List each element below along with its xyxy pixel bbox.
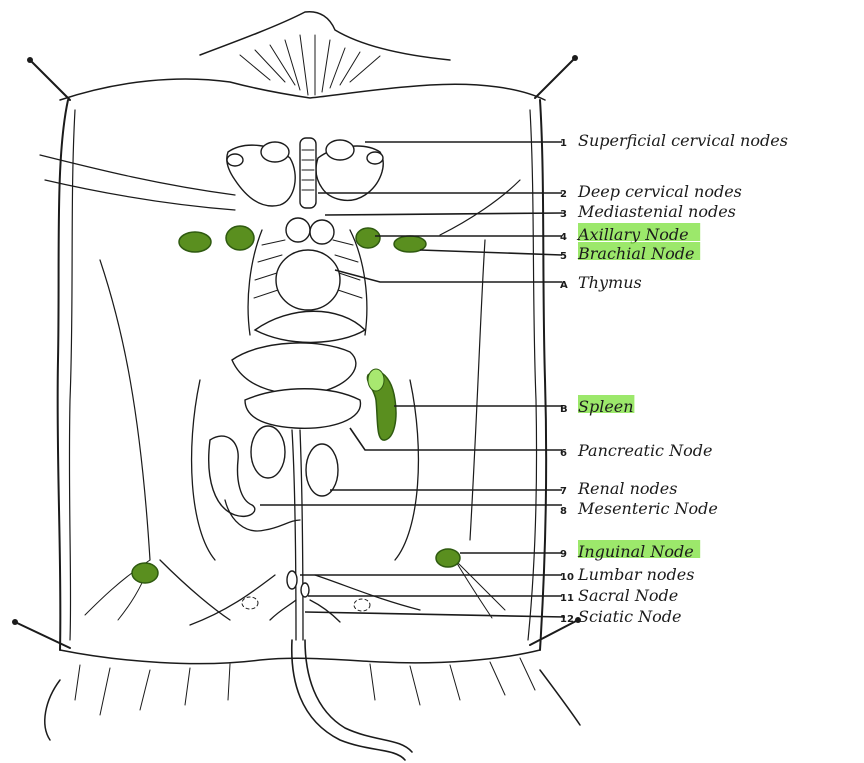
label-number: B xyxy=(560,404,568,415)
label-inguinal-node: Inguinal Node xyxy=(577,542,694,561)
label-pancreatic-node: Pancreatic Node xyxy=(577,441,712,460)
label-sciatic-node: Sciatic Node xyxy=(578,607,682,626)
label-superficial-cervical-nodes: Superficial cervical nodes xyxy=(578,131,788,150)
label-lumbar-nodes: Lumbar nodes xyxy=(577,565,694,584)
label-number: 4 xyxy=(560,232,567,243)
label-deep-cervical-nodes: Deep cervical nodes xyxy=(577,182,742,201)
label-brachial-node: Brachial Node xyxy=(577,244,694,263)
axillary-node-left xyxy=(179,232,211,252)
label-spleen: Spleen xyxy=(578,397,634,416)
label-number: 12 xyxy=(560,614,574,625)
label-mesenteric-node: Mesenteric Node xyxy=(577,499,718,518)
label-number: 7 xyxy=(560,486,567,497)
inguinal-node-right xyxy=(436,549,460,567)
label-mediastenial-nodes: Mediastenial nodes xyxy=(577,202,736,221)
pin-bottom-left xyxy=(15,622,70,648)
label-number: 3 xyxy=(560,209,567,220)
label-number: A xyxy=(560,280,568,291)
label-number: 1 xyxy=(560,138,567,149)
label-number: 5 xyxy=(560,251,567,262)
label-axillary-node: Axillary Node xyxy=(576,225,689,244)
pin-top-left xyxy=(30,60,70,100)
label-number: 2 xyxy=(560,189,567,200)
pin-top-right xyxy=(535,58,575,98)
label-thymus: Thymus xyxy=(578,273,642,292)
label-renal-nodes: Renal nodes xyxy=(577,479,677,498)
brachial-node-left xyxy=(226,226,254,250)
label-number: 6 xyxy=(560,448,567,459)
label-number: 11 xyxy=(560,593,574,604)
label-number: 9 xyxy=(560,549,567,560)
label-sacral-node: Sacral Node xyxy=(578,586,678,605)
inguinal-node-left xyxy=(132,563,158,583)
label-number: 10 xyxy=(560,572,574,583)
spleen-highlight xyxy=(368,369,384,391)
label-number: 8 xyxy=(560,506,567,517)
axillary-node-right xyxy=(356,228,380,248)
callout-labels: 1 Superficial cervical nodes 2 Deep cervica… xyxy=(560,131,788,626)
